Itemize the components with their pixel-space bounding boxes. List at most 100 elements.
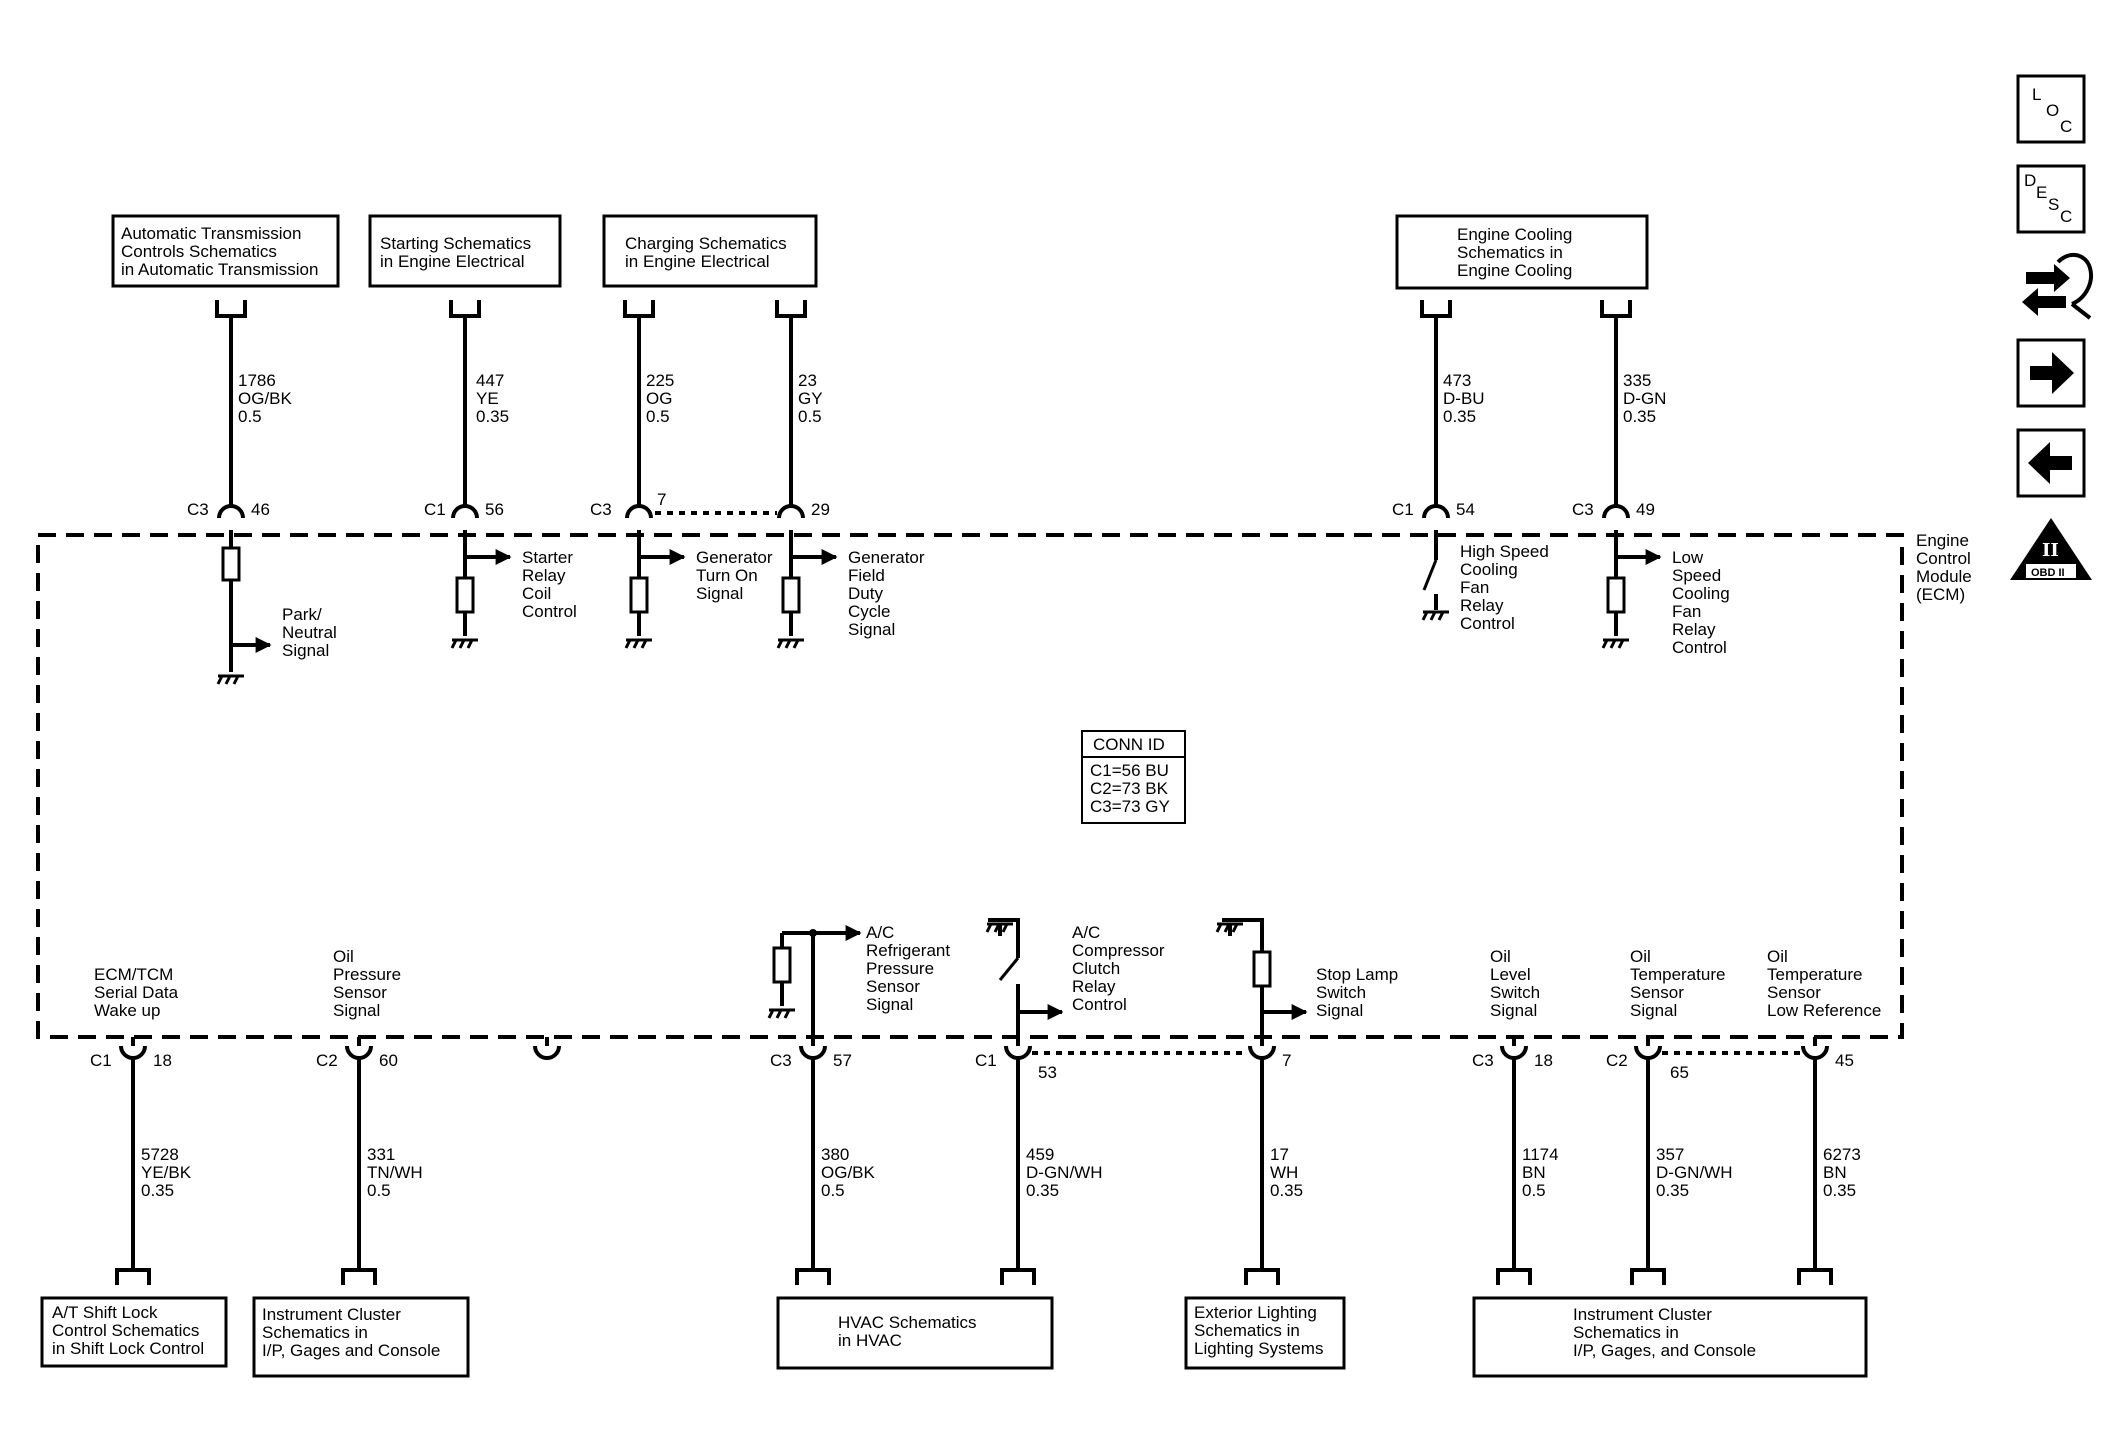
module-line-2: Module	[1916, 567, 1972, 586]
bottom-wires	[131, 1058, 1817, 1270]
signal-oil-temp-3: Signal	[1630, 1001, 1677, 1020]
top-circuit-4-number: 473	[1443, 371, 1471, 390]
bottom-circuit-2-gauge: 0.5	[821, 1181, 845, 1200]
bottom-box-1-line-0: Instrument Cluster	[262, 1305, 401, 1324]
top-box-charging[interactable]: Charging Schematics in Engine Electrical	[602, 214, 818, 288]
top-circuit-4-color: D-BU	[1443, 389, 1485, 408]
nav-loc-button[interactable]: L O C	[2016, 74, 2086, 144]
top-circuit-2-number: 225	[646, 371, 674, 390]
signal-oil-pressure-3: Signal	[333, 1001, 380, 1020]
signal-serial-wake-1: Serial Data	[94, 983, 179, 1002]
bottom-circuit-1-color: TN/WH	[367, 1163, 423, 1182]
bottom-circuit-4-color: WH	[1270, 1163, 1298, 1182]
signal-ac-pressure-4: Signal	[866, 995, 913, 1014]
top-box-1-line-0: Starting Schematics	[380, 234, 531, 253]
obd-numeral: II	[2042, 540, 2059, 561]
bottom-circuit-7-gauge: 0.35	[1823, 1181, 1856, 1200]
signal-high-speed-fan-0: High Speed	[1460, 542, 1549, 561]
bottom-box-3-line-0: Exterior Lighting	[1194, 1303, 1317, 1322]
ecm-boundary	[36, 533, 1904, 1039]
bottom-conn-3: C1	[975, 1051, 997, 1070]
top-connectors: C3 46 C1 56 C3 7 29 C1 54 C3 49	[187, 490, 1655, 519]
bottom-box-hvac[interactable]: HVAC Schematics in HVAC	[776, 1296, 1054, 1370]
signal-ac-pressure-2: Pressure	[866, 959, 934, 978]
top-circuit-3-color: GY	[798, 389, 823, 408]
top-conn-5: C3	[1572, 500, 1594, 519]
obd-ii-badge[interactable]: II OBD II	[2010, 518, 2092, 580]
bottom-circuit-1-gauge: 0.5	[367, 1181, 391, 1200]
top-pin-4: 54	[1456, 500, 1475, 519]
nav-desc-button[interactable]: D E S C	[2016, 164, 2086, 234]
bottom-circuit-5-number: 1174	[1522, 1145, 1559, 1164]
top-box-at-controls[interactable]: Automatic Transmission Controls Schemati…	[111, 214, 340, 288]
top-box-starting[interactable]: Starting Schematics in Engine Electrical	[368, 214, 562, 288]
signal-gen-turn-on-0: Generator	[696, 548, 773, 567]
signal-gen-field-0: Generator	[848, 548, 925, 567]
bottom-conn-5: C3	[1472, 1051, 1494, 1070]
signal-oil-pressure-1: Pressure	[333, 965, 401, 984]
signal-starter-3: Control	[522, 602, 577, 621]
signal-oil-level-1: Level	[1490, 965, 1531, 984]
signal-gen-field-1: Field	[848, 566, 885, 585]
signal-high-speed-fan-3: Relay	[1460, 596, 1504, 615]
signal-gen-field-4: Signal	[848, 620, 895, 639]
module-line-0: Engine	[1916, 531, 1969, 550]
bottom-box-instrument-cluster-1[interactable]: Instrument Cluster Schematics in I/P, Ga…	[252, 1296, 470, 1378]
top-conn-1: C1	[424, 500, 446, 519]
bottom-circuit-2-color: OG/BK	[821, 1163, 876, 1182]
signal-high-speed-fan-2: Fan	[1460, 578, 1489, 597]
bottom-conn-6: C2	[1606, 1051, 1628, 1070]
signal-oil-level-0: Oil	[1490, 947, 1511, 966]
desc-letter-e: E	[2036, 183, 2047, 202]
top-circuit-3-number: 23	[798, 371, 817, 390]
bottom-circuit-6-gauge: 0.35	[1656, 1181, 1689, 1200]
signal-stop-lamp-1: Switch	[1316, 983, 1366, 1002]
bottom-pin-7: 45	[1835, 1051, 1854, 1070]
bottom-box-1-line-2: I/P, Gages and Console	[262, 1341, 440, 1360]
bottom-circuit-4-number: 17	[1270, 1145, 1289, 1164]
top-internal-circuits	[216, 530, 1662, 685]
signal-low-speed-fan-3: Fan	[1672, 602, 1701, 621]
signal-oil-temp-1: Temperature	[1630, 965, 1725, 984]
signal-oil-pressure-2: Sensor	[333, 983, 387, 1002]
signal-low-speed-fan-2: Cooling	[1672, 584, 1730, 603]
previous-arrow-button[interactable]	[2016, 428, 2086, 498]
signal-oil-temp-0: Oil	[1630, 947, 1651, 966]
signal-oil-temp-low-ref-3: Low Reference	[1767, 1001, 1881, 1020]
signal-oil-temp-low-ref-2: Sensor	[1767, 983, 1821, 1002]
next-arrow-button[interactable]	[2016, 338, 2086, 408]
bottom-circuit-5-color: BN	[1522, 1163, 1546, 1182]
connector-view-icon[interactable]	[2022, 252, 2093, 320]
bottom-box-2-line-0: HVAC Schematics	[838, 1313, 977, 1332]
bottom-box-shift-lock[interactable]: A/T Shift Lock Control Schematics in Shi…	[40, 1296, 228, 1368]
signal-high-speed-fan-4: Control	[1460, 614, 1515, 633]
top-circuit-5-gauge: 0.35	[1623, 407, 1656, 426]
conn-id-line-2: C3=73 GY	[1090, 797, 1170, 816]
top-pin-1: 56	[485, 500, 504, 519]
bottom-circuit-7-number: 6273	[1823, 1145, 1861, 1164]
top-circuit-5-number: 335	[1623, 371, 1651, 390]
signal-ac-clutch-0: A/C	[1072, 923, 1100, 942]
top-box-0-line-2: in Automatic Transmission	[121, 260, 318, 279]
bottom-box-instrument-cluster-2[interactable]: Instrument Cluster Schematics in I/P, Ga…	[1472, 1296, 1868, 1378]
top-conn-0: C3	[187, 500, 209, 519]
top-terminal-stubs	[215, 300, 1632, 322]
top-wires	[229, 316, 1618, 506]
loc-letter-c: C	[2060, 117, 2072, 136]
signal-park-neutral-1: Neutral	[282, 623, 337, 642]
top-circuit-1-number: 447	[476, 371, 504, 390]
top-box-3-line-0: Engine Cooling	[1457, 225, 1572, 244]
bottom-circuit-0-color: YE/BK	[141, 1163, 192, 1182]
top-box-2-line-1: in Engine Electrical	[625, 252, 770, 271]
bottom-box-3-line-2: Lighting Systems	[1194, 1339, 1323, 1358]
bottom-pin-1: 60	[379, 1051, 398, 1070]
top-box-0-line-1: Controls Schematics	[121, 242, 277, 261]
module-line-1: Control	[1916, 549, 1971, 568]
bottom-box-exterior-lighting[interactable]: Exterior Lighting Schematics in Lighting…	[1184, 1296, 1346, 1370]
top-box-engine-cooling[interactable]: Engine Cooling Schematics in Engine Cool…	[1395, 214, 1649, 290]
signal-ac-pressure-3: Sensor	[866, 977, 920, 996]
signal-low-speed-fan-1: Speed	[1672, 566, 1721, 585]
signal-oil-temp-low-ref-0: Oil	[1767, 947, 1788, 966]
top-pin-2: 7	[657, 490, 666, 509]
bottom-connectors: C1 18 C2 60 C3 57 C1 53 7 C3 18 C2 65 45	[90, 1037, 1854, 1082]
